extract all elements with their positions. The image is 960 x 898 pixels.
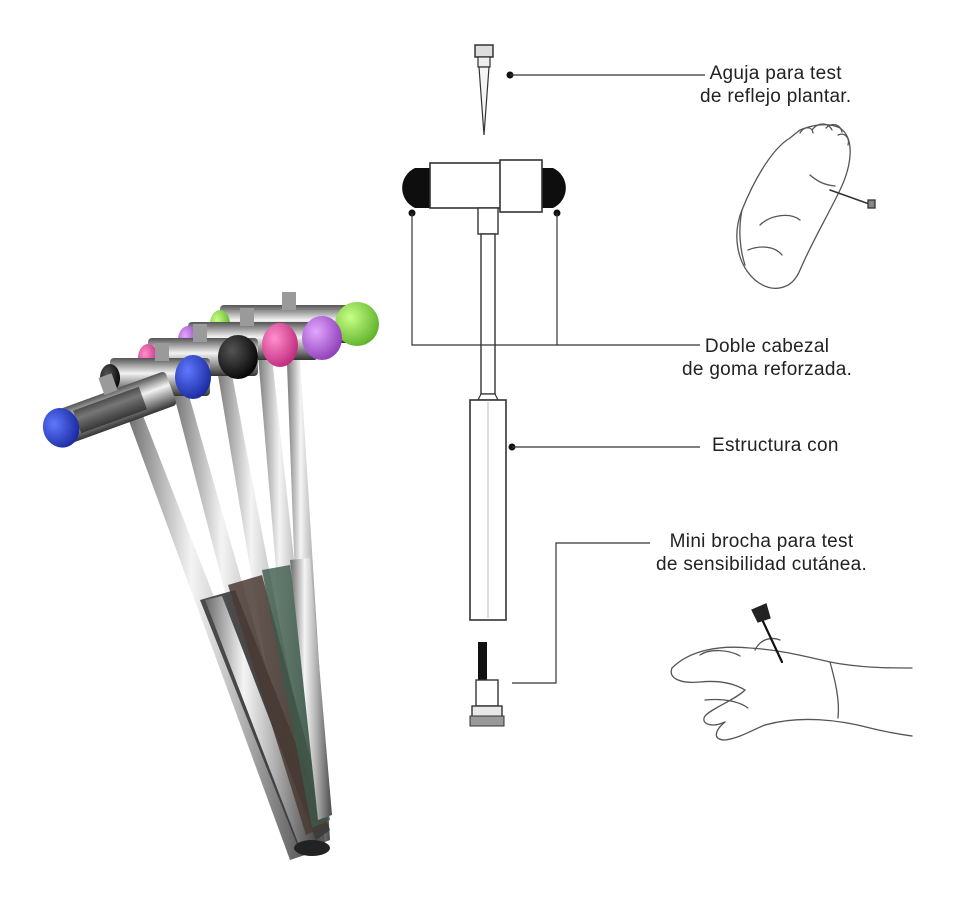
callout-lines	[408, 71, 705, 684]
shaft-part	[469, 233, 507, 621]
brush-label-line2: de sensibilidad cutánea.	[656, 554, 868, 575]
needle-label-line2: de reflejo plantar.	[700, 86, 852, 107]
head-label: Doble cabezal de goma reforzada.	[682, 335, 852, 381]
brush-label: Mini brocha para test de sensibilidad cu…	[656, 530, 867, 576]
needle-part	[474, 44, 494, 136]
head-label-line1: Doble cabezal	[704, 336, 830, 357]
hammer-head-part	[402, 159, 566, 235]
structure-label: Estructura con	[712, 434, 839, 457]
hand-sketch-icon	[670, 603, 913, 741]
structure-label-line1: Estructura con	[712, 435, 839, 456]
reflex-hammer-icon	[402, 44, 566, 727]
needle-label: Aguja para test de reflejo plantar.	[700, 62, 851, 108]
hammer-bundle	[42, 292, 379, 860]
brush-part	[469, 642, 505, 727]
brush-label-line1: Mini brocha para test	[669, 531, 854, 552]
hammer-shafts	[125, 310, 332, 860]
head-label-line2: de goma reforzada.	[682, 359, 853, 380]
needle-label-line1: Aguja para test	[709, 63, 842, 84]
hammer-head-blue-front	[42, 371, 177, 448]
foot-sketch-icon	[736, 123, 876, 289]
